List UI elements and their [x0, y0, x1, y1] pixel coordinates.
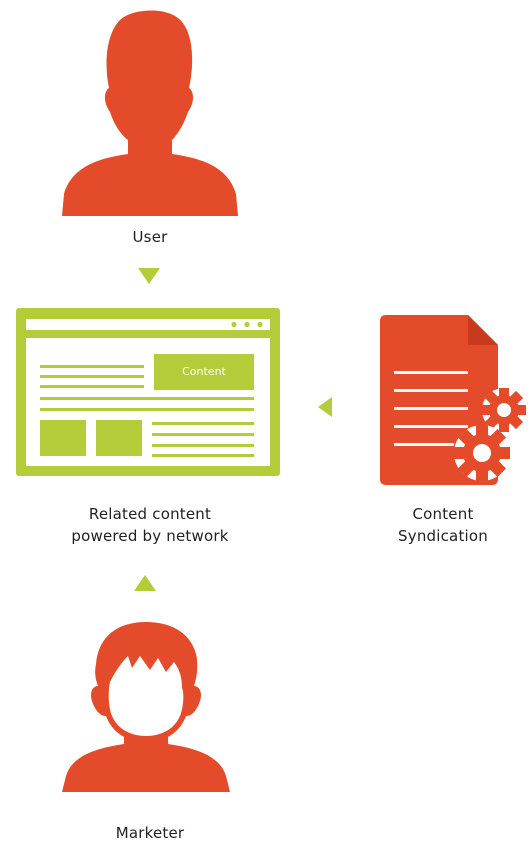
arrow-up-icon: [134, 575, 156, 591]
user-icon: [60, 6, 238, 218]
website-label: Related content powered by network: [0, 503, 300, 547]
marketer-label: Marketer: [115, 824, 185, 842]
syndication-label-line2: Syndication: [398, 527, 488, 545]
marketer-icon: [58, 622, 234, 792]
document-gears-icon: [380, 315, 529, 495]
syndication-label-line1: Content: [412, 505, 474, 523]
content-tag: Content: [182, 365, 226, 378]
arrow-left-icon: [318, 397, 332, 417]
website-label-line1: Related content: [88, 505, 212, 523]
browser-window-icon: Content: [16, 308, 280, 476]
syndication-label: Content Syndication: [370, 503, 516, 547]
website-label-line2: powered by network: [71, 527, 229, 545]
user-label: User: [132, 228, 168, 246]
arrow-down-icon: [138, 268, 160, 284]
